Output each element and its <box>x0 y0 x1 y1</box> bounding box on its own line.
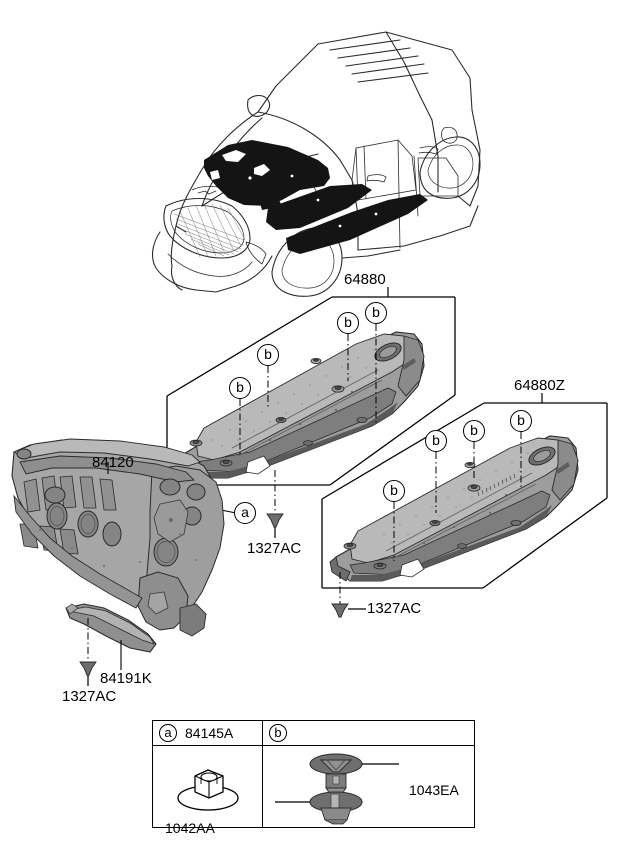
fastener-number-1327AC-mid: 1327AC <box>247 540 302 557</box>
callout-b-64880-3[interactable]: b <box>337 312 359 334</box>
legend-b-header: b <box>263 721 474 746</box>
callout-a-84120[interactable]: a <box>234 502 256 524</box>
callout-b-64880Z-2[interactable]: b <box>425 430 447 452</box>
dash-strip-84191K-body <box>65 603 157 653</box>
legend-b-body: 1043EA 1042AA <box>165 746 474 836</box>
clip-1327AC-mid <box>266 513 284 538</box>
legend-a-body <box>153 746 262 827</box>
callout-b-64880Z-1[interactable]: b <box>383 480 405 502</box>
part-number-64880Z: 64880Z <box>514 377 565 394</box>
clip-1327AC-right <box>331 603 366 618</box>
highlight-regions <box>204 140 428 254</box>
part-number-64880: 64880 <box>344 271 386 288</box>
push-rivet-1042AA-icon <box>275 791 363 825</box>
leaders-64880 <box>239 324 377 457</box>
callout-b-64880Z-3[interactable]: b <box>463 420 485 442</box>
legend-b-fastener-icons <box>275 753 399 825</box>
dash-panel-84120-body <box>11 438 225 637</box>
callout-b-64880-4[interactable]: b <box>365 302 387 324</box>
fastener-number-1327AC-left: 1327AC <box>62 688 117 705</box>
flange-nut-icon <box>177 769 239 811</box>
fastener-number-1327AC-right: 1327AC <box>367 600 422 617</box>
callout-b-64880-2[interactable]: b <box>257 344 279 366</box>
legend-cell-a: a 84145A <box>153 721 263 827</box>
callout-b-64880Z-4[interactable]: b <box>510 410 532 432</box>
leaders-64880Z <box>393 432 522 561</box>
legend-marker-a: a <box>159 724 177 742</box>
screw-grommet-1043EA-icon <box>309 753 399 795</box>
clip-1327AC-left <box>79 661 97 686</box>
callout-b-64880-1[interactable]: b <box>229 377 251 399</box>
legend-label-1042AA: 1042AA <box>165 820 215 836</box>
under-cover-64880Z-body <box>329 435 579 582</box>
under-cover-64880-body <box>175 331 425 479</box>
legend-a-header: a 84145A <box>153 721 262 746</box>
frame-64880 <box>166 296 456 486</box>
frame-64880Z <box>321 402 608 589</box>
legend-label-1043EA: 1043EA <box>409 782 459 798</box>
part-number-84120: 84120 <box>92 454 134 471</box>
legend-box: a 84145A b <box>152 720 475 836</box>
legend-code-84145A: 84145A <box>185 725 234 741</box>
part-number-84191K: 84191K <box>100 670 152 687</box>
legend-marker-b: b <box>269 724 287 742</box>
legend-cell-b: b <box>165 721 474 836</box>
